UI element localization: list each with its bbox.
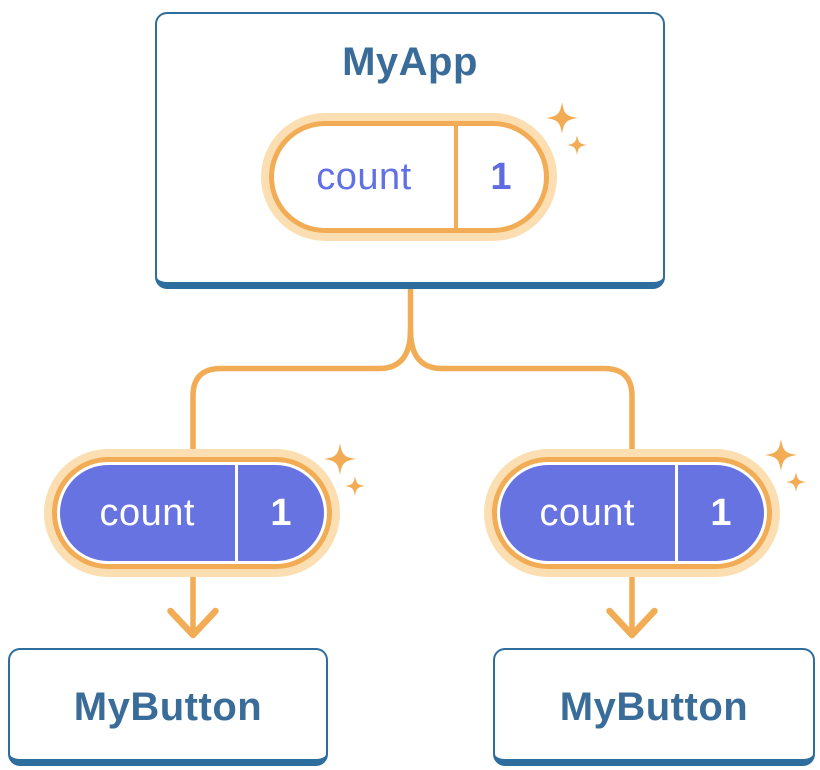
state-value: 1 (490, 155, 512, 198)
component-title: MyButton (559, 684, 749, 729)
state-value: 1 (270, 491, 292, 534)
state-pill-right-child: count 1 (484, 449, 780, 577)
state-pill-divider (234, 465, 238, 561)
component-node-left-button: MyButton (8, 648, 328, 766)
arrowhead-right-icon (606, 607, 658, 639)
component-title: MyApp (342, 40, 478, 84)
state-pill-divider (674, 465, 678, 561)
state-pill-divider (454, 126, 458, 228)
sparkle-icon (765, 439, 806, 492)
state-pill-body: count 1 (497, 462, 767, 564)
state-pill-root: count 1 (261, 113, 557, 241)
state-value: 1 (710, 491, 732, 534)
state-label: count (99, 491, 195, 534)
state-pill-body: count 1 (274, 126, 544, 228)
state-label: count (316, 155, 412, 198)
state-pill-body: count 1 (57, 462, 327, 564)
state-label: count (539, 491, 635, 534)
component-node-right-button: MyButton (493, 648, 815, 766)
state-pill-ring: count 1 (52, 457, 332, 569)
sparkle-icon (324, 443, 365, 496)
connector-branch-left (190, 327, 414, 634)
state-pill-ring: count 1 (269, 121, 549, 233)
connector-branch-right (407, 327, 635, 634)
sparkle-icon (546, 102, 587, 155)
state-pill-ring: count 1 (492, 457, 772, 569)
component-title: MyButton (73, 684, 263, 729)
arrowhead-left-icon (167, 607, 219, 639)
state-pill-left-child: count 1 (44, 449, 340, 577)
